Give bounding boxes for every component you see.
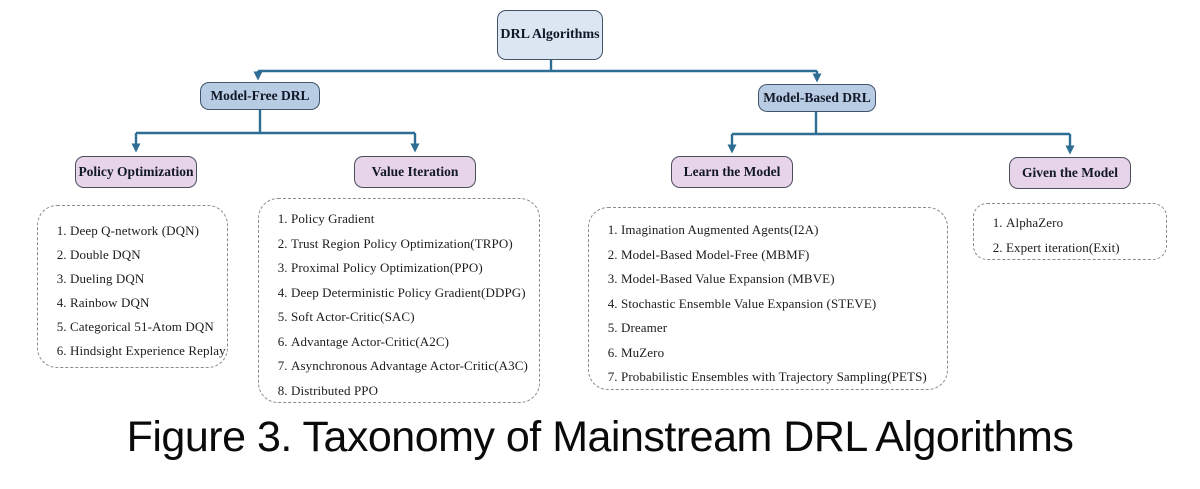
list-item: Model-Based Value Expansion (MBVE) (621, 267, 943, 292)
list-item: Deep Q-network (DQN) (70, 219, 223, 243)
node-drl-algorithms: DRL Algorithms (497, 10, 603, 60)
list-panel-learn-the-model: Imagination Augmented Agents(I2A) Model-… (588, 207, 948, 390)
algorithm-list: AlphaZero Expert iteration(Exit) (974, 204, 1166, 260)
list-panel-value-iteration: Policy Gradient Trust Region Policy Opti… (258, 198, 540, 403)
node-label: Given the Model (1022, 165, 1118, 180)
list-item: Expert iteration(Exit) (1006, 236, 1162, 261)
list-item: Soft Actor-Critic(SAC) (291, 305, 535, 330)
algorithm-list: Deep Q-network (DQN) Double DQN Dueling … (38, 206, 227, 363)
list-item: Dreamer (621, 316, 943, 341)
node-label: Model-Free DRL (210, 88, 310, 103)
list-item: Model-Based Model-Free (MBMF) (621, 243, 943, 268)
node-label: Policy Optimization (78, 164, 194, 179)
list-item: Deep Deterministic Policy Gradient(DDPG) (291, 281, 535, 306)
node-learn-the-model: Learn the Model (671, 156, 793, 188)
node-label: DRL Algorithms (500, 27, 600, 42)
list-item: MuZero (621, 341, 943, 366)
list-item: AlphaZero (1006, 211, 1162, 236)
list-item: Dueling DQN (70, 267, 223, 291)
list-item: Imagination Augmented Agents(I2A) (621, 218, 943, 243)
node-label: Learn the Model (683, 164, 781, 179)
list-item: Policy Gradient (291, 207, 535, 232)
node-given-the-model: Given the Model (1009, 157, 1131, 189)
node-model-free-drl: Model-Free DRL (200, 82, 320, 110)
list-panel-policy-optimization: Deep Q-network (DQN) Double DQN Dueling … (37, 205, 228, 368)
node-value-iteration: Value Iteration (354, 156, 476, 188)
list-item: Stochastic Ensemble Value Expansion (STE… (621, 292, 943, 317)
list-panel-given-the-model: AlphaZero Expert iteration(Exit) (973, 203, 1167, 260)
list-item: Trust Region Policy Optimization(TRPO) (291, 232, 535, 257)
node-model-based-drl: Model-Based DRL (758, 84, 876, 112)
list-item: Distributed PPO (291, 379, 535, 404)
list-item: Proximal Policy Optimization(PPO) (291, 256, 535, 281)
algorithm-list: Imagination Augmented Agents(I2A) Model-… (589, 208, 947, 390)
node-label: Model-Based DRL (763, 90, 871, 105)
list-item: Probabilistic Ensembles with Trajectory … (621, 365, 943, 390)
list-item: Advantage Actor-Critic(A2C) (291, 330, 535, 355)
figure-caption: Figure 3. Taxonomy of Mainstream DRL Alg… (126, 413, 1074, 461)
list-item: Categorical 51-Atom DQN (70, 315, 223, 339)
list-item: Hindsight Experience Replay (70, 339, 226, 363)
list-item: Rainbow DQN (70, 291, 223, 315)
list-item: Double DQN (70, 243, 223, 267)
algorithm-list: Policy Gradient Trust Region Policy Opti… (259, 199, 539, 403)
node-policy-optimization: Policy Optimization (75, 156, 197, 188)
node-label: Value Iteration (371, 164, 459, 179)
list-item: Asynchronous Advantage Actor-Critic(A3C) (291, 354, 535, 379)
